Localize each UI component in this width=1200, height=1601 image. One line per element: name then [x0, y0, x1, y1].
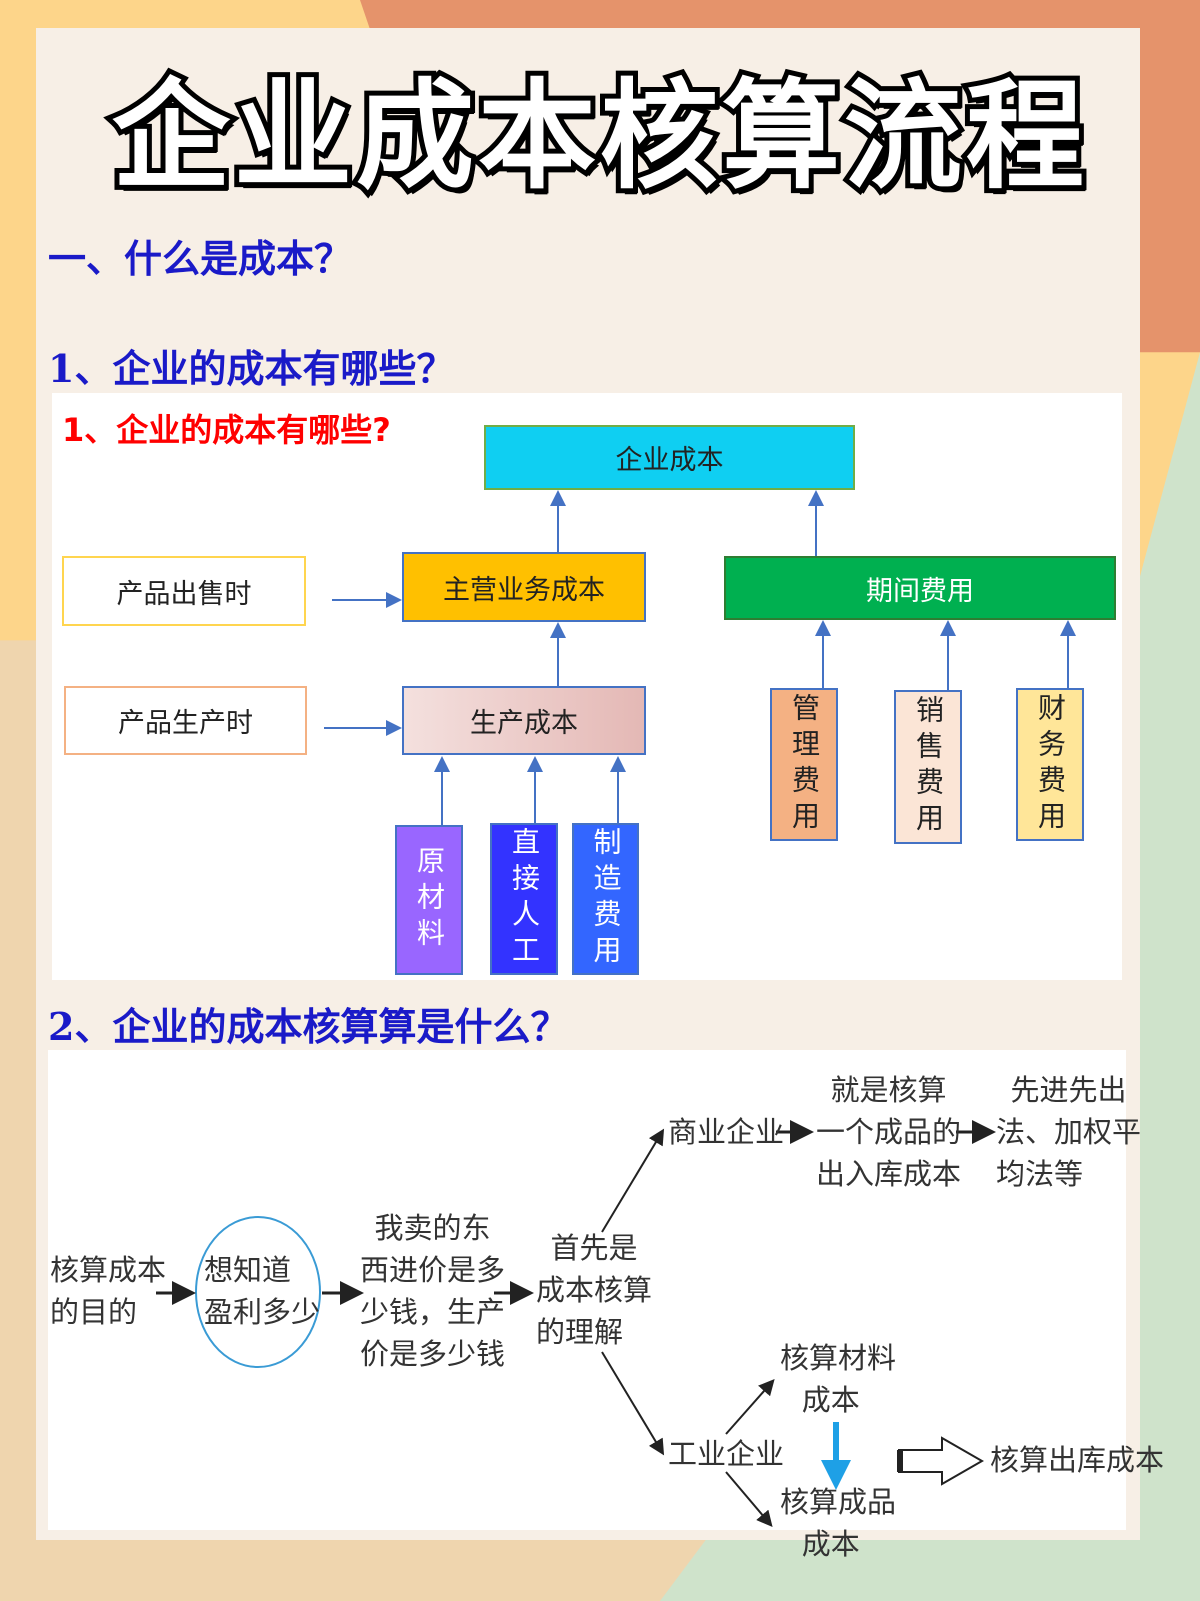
methods-text: 先进先出 法、加权平 均法等 — [996, 1075, 1142, 1191]
arrow — [601, 1351, 665, 1456]
period-expenses-box: 期间费用 — [724, 556, 1116, 620]
commercial-desc-text: 就是核算 一个成品的 出入库成本 — [816, 1075, 962, 1191]
sales-expenses-box: 销售费用 — [894, 690, 962, 844]
first-understanding-text: 首先是 成本核算 的理解 — [536, 1233, 653, 1349]
page-title: 企业成本核算流程 — [107, 62, 1089, 210]
hollow-right-arrow — [898, 1436, 985, 1486]
when-produced-box: 产品生产时 — [64, 686, 307, 755]
main-business-cost-box: 主营业务成本 — [402, 552, 646, 622]
enterprise-cost-box: 企业成本 — [484, 425, 855, 490]
profit-ellipse — [195, 1216, 321, 1368]
finished-cost-text: 核算成品 成本 — [780, 1487, 897, 1561]
commercial-enterprise-text: 商业企业 — [668, 1117, 785, 1149]
production-cost-box: 生产成本 — [402, 686, 646, 755]
manufacturing-overhead-box: 制造费用 — [572, 823, 639, 975]
arrow-tail-bar — [897, 1450, 903, 1472]
direct-labor-box: 直接人工 — [490, 823, 558, 975]
section-heading: 一、什么是成本？ — [48, 236, 353, 281]
outbound-cost-text: 核算出库成本 — [990, 1445, 1165, 1477]
subheading-cost-types: 1、企业的成本有哪些？ — [48, 346, 455, 391]
diagram-inner-title: 1、企业的成本有哪些? — [62, 411, 391, 449]
purpose-text: 核算成本 的目的 — [50, 1255, 167, 1329]
when-sold-box: 产品出售时 — [62, 556, 306, 626]
finance-expenses-box: 财务费用 — [1016, 688, 1084, 841]
material-cost-text: 核算材料 成本 — [780, 1343, 897, 1417]
arrow — [725, 1471, 773, 1528]
prices-text: 我卖的东 西进价是多 少钱，生产 价是多少钱 — [360, 1213, 506, 1371]
industrial-enterprise-text: 工业企业 — [668, 1439, 785, 1471]
subheading-cost-accounting: 2、企业的成本核算算是什么？ — [48, 1004, 569, 1049]
arrow — [601, 1128, 665, 1233]
raw-materials-box: 原材料 — [395, 825, 463, 975]
admin-expenses-box: 管理费用 — [770, 688, 838, 841]
arrow — [725, 1379, 775, 1435]
want-profit-text: 想知道 盈利多少 — [204, 1255, 321, 1329]
